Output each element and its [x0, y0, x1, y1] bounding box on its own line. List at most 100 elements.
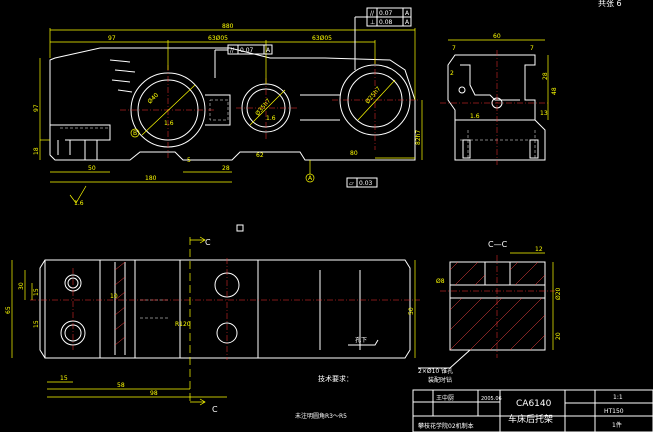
- title-block: 王中厨 2005.06 攀枝花学院02机制本 CA6140 车床后托架 1:1 …: [412, 389, 653, 432]
- dim-span1: 63Ø05: [208, 35, 228, 42]
- dim-bore-right: Ø25h7: [364, 85, 382, 105]
- dim-side-13: 13: [540, 110, 548, 117]
- dim-d20: Ø20: [555, 287, 562, 300]
- tech-title: 技术要求：: [318, 374, 353, 383]
- roughness-2: 1.6: [164, 120, 174, 127]
- side-base: [454, 119, 546, 161]
- dim-side-7b: 7: [530, 45, 534, 52]
- svg-text:▱: ▱: [349, 180, 354, 187]
- dim-m10: 10: [110, 293, 118, 300]
- front-view: Ø40 Ø35h7 Ø25h7 880 97 63Ø05 63Ø05 // ⊥ …: [33, 7, 423, 207]
- dim-65: 65: [5, 306, 12, 314]
- tb-model: CA6140: [516, 399, 552, 409]
- dim-82: 82h7: [415, 130, 422, 145]
- side-outline: [447, 54, 536, 121]
- section-c-top: C: [205, 238, 211, 247]
- top-view: C C 15 58 98 65 30 15 15 50 R120 10 孔下: [5, 224, 420, 414]
- dim-side-7: 7: [452, 45, 456, 52]
- section-c-bottom: C: [212, 405, 218, 414]
- roughness-4: 1.6: [266, 115, 276, 122]
- dim-28: 28: [222, 165, 230, 172]
- top-outline: [39, 259, 411, 359]
- dim-12: 12: [535, 246, 543, 253]
- top-note: 孔下: [355, 336, 367, 344]
- section-view: C—C 12 Ø20 20 Ø8 2×Ø10 锥孔 装配时钻: [418, 240, 562, 384]
- tech-requirements: 技术要求： 未注明圆角R3～R5: [295, 374, 353, 420]
- dim-side-2: 2: [450, 70, 454, 77]
- front-hidden-2: [209, 99, 229, 121]
- marker-box: [236, 224, 244, 232]
- side-inner: [460, 64, 520, 101]
- section-note-2: 装配时钻: [428, 376, 452, 384]
- dim-d8: Ø8: [436, 278, 445, 285]
- dim-side-16: 1.6: [470, 113, 480, 120]
- tb-school: 攀枝花学院02机制本: [418, 422, 474, 430]
- dim-28-side: 28: [542, 72, 549, 80]
- flatness-frame: [346, 177, 378, 188]
- front-slots: [57, 140, 98, 160]
- dim-bore-small: Ø40: [146, 92, 160, 106]
- dim-r120: R120: [175, 321, 191, 328]
- tb-scale: 1:1: [613, 394, 623, 401]
- tech-line1: 未注明圆角R3～R5: [295, 412, 347, 420]
- dim-62: 62: [256, 152, 264, 159]
- tb-quantity: 1件: [612, 421, 622, 429]
- front-boss: [50, 124, 111, 141]
- dim-h18: 18: [33, 147, 40, 155]
- dim-180: 180: [145, 175, 157, 182]
- svg-text:A: A: [405, 19, 410, 26]
- top-rib: [114, 262, 126, 355]
- dim-58: 58: [117, 382, 125, 389]
- front-ribs: [109, 59, 136, 93]
- datum-a: A: [308, 175, 313, 182]
- dim-15: 15: [60, 375, 68, 382]
- dim-h50: 50: [408, 307, 415, 315]
- dim-50: 50: [88, 165, 96, 172]
- side-view: 60 7 7 48 28 2 1.6 13: [440, 33, 558, 165]
- top-hatch: [114, 261, 126, 346]
- section-note-1: 2×Ø10 锥孔: [418, 367, 453, 375]
- side-pin: [458, 86, 466, 94]
- front-webs: [205, 94, 340, 126]
- svg-text:A: A: [266, 47, 271, 54]
- flatness-value: 0.03: [359, 180, 373, 187]
- roughness-sym-1: [69, 185, 87, 204]
- dim-30: 30: [18, 282, 25, 290]
- svg-text://: //: [230, 47, 235, 54]
- svg-text:0.08: 0.08: [379, 19, 393, 26]
- top-hidden: [140, 299, 170, 319]
- svg-text:0.07: 0.07: [379, 10, 393, 17]
- section-arrow-bottom: [190, 398, 206, 406]
- dim-80: 80: [350, 150, 358, 157]
- side-feet: [462, 139, 539, 159]
- datum-b-circle: [130, 128, 140, 138]
- roughness-1: 1.6: [74, 200, 84, 207]
- sheet-label: 共张 6: [598, 0, 622, 8]
- tolerance-frame-mid: // 0.07 A: [214, 44, 273, 78]
- front-outline: [49, 47, 416, 161]
- front-diag-dims: [141, 79, 396, 136]
- dim-60: 60: [493, 33, 501, 40]
- tolerance-frame-top: // ⊥ 0.07 0.08 A A: [354, 7, 412, 70]
- svg-text:⊥: ⊥: [370, 19, 375, 26]
- tb-material: HT150: [604, 408, 624, 415]
- dim-48: 48: [551, 87, 558, 95]
- datum-b: B: [133, 130, 137, 137]
- dim-section-20: 20: [555, 332, 562, 340]
- section-hatch: [450, 262, 545, 350]
- dim-98: 98: [150, 390, 158, 397]
- top-walls: [44, 260, 259, 358]
- dim-span2: 63Ø05: [312, 35, 332, 42]
- dim-5: 5: [187, 157, 191, 164]
- section-slot: [484, 262, 511, 286]
- dim-15a: 15: [33, 288, 40, 296]
- section-outline: [449, 261, 546, 351]
- section-bore: [450, 284, 545, 299]
- top-right-lines: [319, 270, 361, 350]
- svg-text://: //: [370, 10, 375, 17]
- section-note-leader: [418, 349, 471, 369]
- svg-text:0.07: 0.07: [240, 47, 254, 54]
- section-arrow-top: [190, 236, 206, 244]
